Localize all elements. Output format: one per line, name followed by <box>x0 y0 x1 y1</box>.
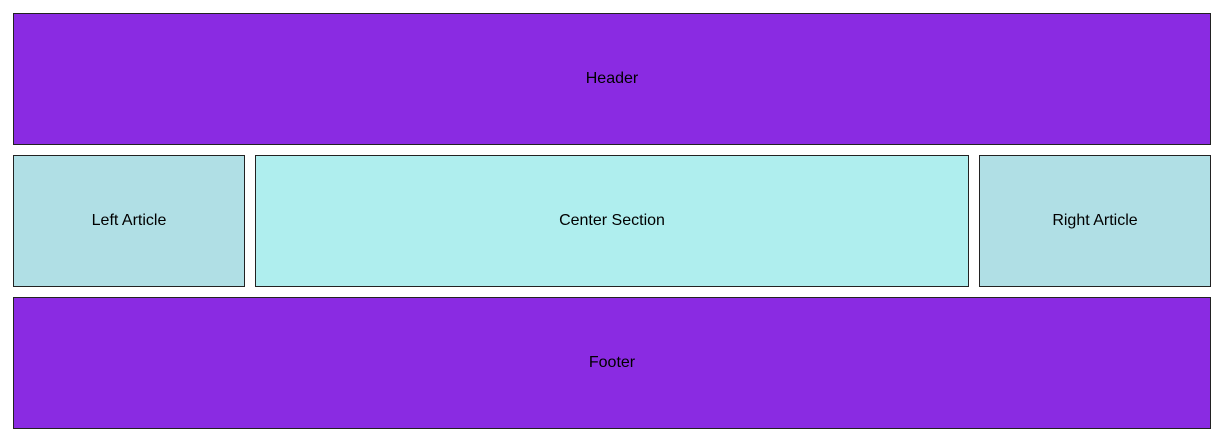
page-header: Header <box>13 13 1211 145</box>
content-row: Left Article Center Section Right Articl… <box>13 155 1211 287</box>
footer-label: Footer <box>588 354 636 371</box>
header-label: Header <box>585 70 639 87</box>
right-article-label: Right Article <box>1052 212 1138 229</box>
left-article-label: Left Article <box>91 212 167 229</box>
left-article: Left Article <box>13 155 245 287</box>
right-article: Right Article <box>979 155 1211 287</box>
center-section-label: Center Section <box>559 212 665 229</box>
page-footer: Footer <box>13 297 1211 429</box>
center-section: Center Section <box>255 155 969 287</box>
